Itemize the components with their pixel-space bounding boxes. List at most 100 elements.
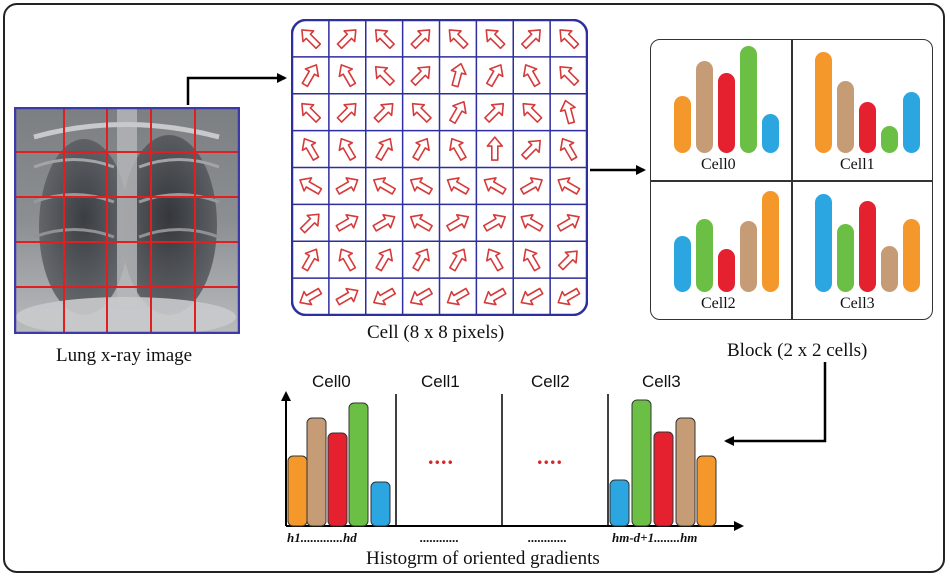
- gradient-arrow: [557, 287, 581, 306]
- block-cell0-label: Cell0: [701, 156, 736, 173]
- gradient-arrow: [372, 214, 396, 232]
- gradient-arrow: [374, 29, 395, 50]
- gradient-arrow: [522, 102, 543, 123]
- hist-cell3-bar: [696, 455, 717, 527]
- gradient-arrow: [449, 137, 467, 161]
- gradient-arrow: [301, 64, 320, 88]
- gradient-arrow: [412, 137, 430, 161]
- gradient-arrow: [335, 214, 359, 232]
- gradient-arrow: [299, 213, 320, 234]
- gradient-arrow: [338, 64, 357, 88]
- gradient-arrow: [559, 66, 580, 86]
- gradient-arrow: [486, 248, 504, 272]
- gradient-arrow: [375, 137, 393, 161]
- block-cell2-label: Cell2: [701, 295, 736, 312]
- gradient-arrow: [482, 214, 506, 232]
- gradient-arrow: [446, 177, 470, 195]
- gradient-arrow: [301, 137, 320, 161]
- gradient-arrow: [557, 250, 578, 271]
- gradient-arrow: [338, 137, 357, 161]
- gradient-arrow: [522, 64, 541, 88]
- hist-axis-label-cell0: h1.............hd: [287, 530, 357, 545]
- gradient-arrow: [335, 287, 359, 306]
- block-cell0-bar: [674, 96, 691, 153]
- gradient-arrow: [521, 29, 541, 50]
- gradient-arrow: [556, 214, 580, 232]
- gradient-arrow: [409, 287, 433, 306]
- block-caption: Block (2 x 2 cells): [727, 340, 868, 361]
- histogram-caption: Histogrm of oriented gradients: [366, 548, 600, 569]
- gradient-arrow: [557, 177, 581, 195]
- gradient-arrow: [522, 248, 541, 272]
- hist-cell0-bar: [287, 455, 308, 527]
- gradient-arrow: [450, 62, 467, 88]
- block-cell3-bar: [815, 194, 832, 292]
- block-cell1-bar: [859, 102, 876, 153]
- gradient-arrow: [373, 102, 394, 123]
- hist-axis-label-cell2: ............: [528, 530, 567, 545]
- gradient-arrow: [409, 214, 433, 232]
- gradient-arrow: [301, 248, 320, 272]
- block-divider-vertical: [791, 40, 793, 319]
- gradient-arrow: [521, 139, 541, 160]
- gradient-arrow: [559, 29, 580, 50]
- block-cell3-bar: [881, 246, 898, 292]
- block-divider-horizontal: [651, 180, 932, 182]
- block-cell1-bar: [815, 52, 832, 153]
- gradient-arrow: [338, 248, 357, 272]
- gradient-arrow: [483, 177, 507, 195]
- gradient-arrow: [411, 102, 432, 123]
- block-cell0-bar: [740, 46, 757, 153]
- hist-section-cell3: Cell3: [642, 372, 681, 391]
- hist-section-cell1: Cell1: [421, 372, 460, 391]
- hist-cell0-bar: [370, 481, 391, 527]
- gradient-arrow: [410, 66, 431, 86]
- block-cell3-bar: [903, 219, 920, 292]
- gradient-arrow: [520, 214, 544, 232]
- hist-axis-label-cell3: hm-d+1........hm: [612, 530, 698, 545]
- block-cell3-label: Cell3: [840, 295, 875, 312]
- block-cell1-label: Cell1: [840, 156, 875, 173]
- gradient-arrow: [559, 137, 578, 161]
- xray-caption: Lung x-ray image: [56, 345, 193, 366]
- gradient-arrow: [484, 102, 505, 123]
- gradient-arrow: [446, 287, 470, 306]
- hist-cell0-bar: [327, 432, 348, 527]
- gradient-arrow: [446, 214, 470, 232]
- block-cell0-bar: [696, 61, 713, 153]
- hist-section-cell0: Cell0: [312, 372, 351, 391]
- block-cell1-bar: [903, 92, 920, 153]
- gradient-arrow: [373, 287, 397, 306]
- gradient-arrow: [519, 177, 543, 195]
- hist-cell0-bar: [348, 402, 369, 527]
- gradient-arrow: [375, 248, 393, 272]
- block-cell2-bar: [718, 249, 735, 292]
- gradient-arrow: [486, 136, 504, 161]
- gradient-arrow: [485, 29, 506, 50]
- cell-caption: Cell (8 x 8 pixels): [367, 322, 505, 343]
- gradient-arrow: [483, 287, 507, 306]
- gradient-arrow: [301, 29, 322, 50]
- arrow-xray-to-cell: [186, 73, 287, 105]
- gradient-arrow: [373, 177, 397, 195]
- cell-grid: [291, 19, 588, 316]
- gradient-arrow: [299, 177, 323, 195]
- gradient-arrow: [301, 102, 322, 123]
- hist-cell3-bar: [653, 431, 674, 527]
- block-cell3-bar: [859, 201, 876, 292]
- block-cell0-bar: [718, 73, 735, 153]
- block-cell2-bar: [696, 219, 713, 292]
- gradient-arrow: [412, 248, 430, 272]
- block-cell2-bar: [740, 221, 757, 292]
- gradient-arrow: [449, 248, 467, 272]
- hist-cell3-bar: [631, 399, 652, 527]
- gradient-arrow: [520, 287, 544, 306]
- block-cell1-bar: [881, 126, 898, 153]
- gradient-arrow: [335, 177, 359, 195]
- hist-cell3-bar: [675, 417, 696, 527]
- gradient-arrow: [448, 29, 469, 50]
- gradient-arrow: [336, 29, 357, 50]
- lung-xray-image: [14, 107, 240, 334]
- hist-ellipsis-cell2: ....: [537, 444, 563, 469]
